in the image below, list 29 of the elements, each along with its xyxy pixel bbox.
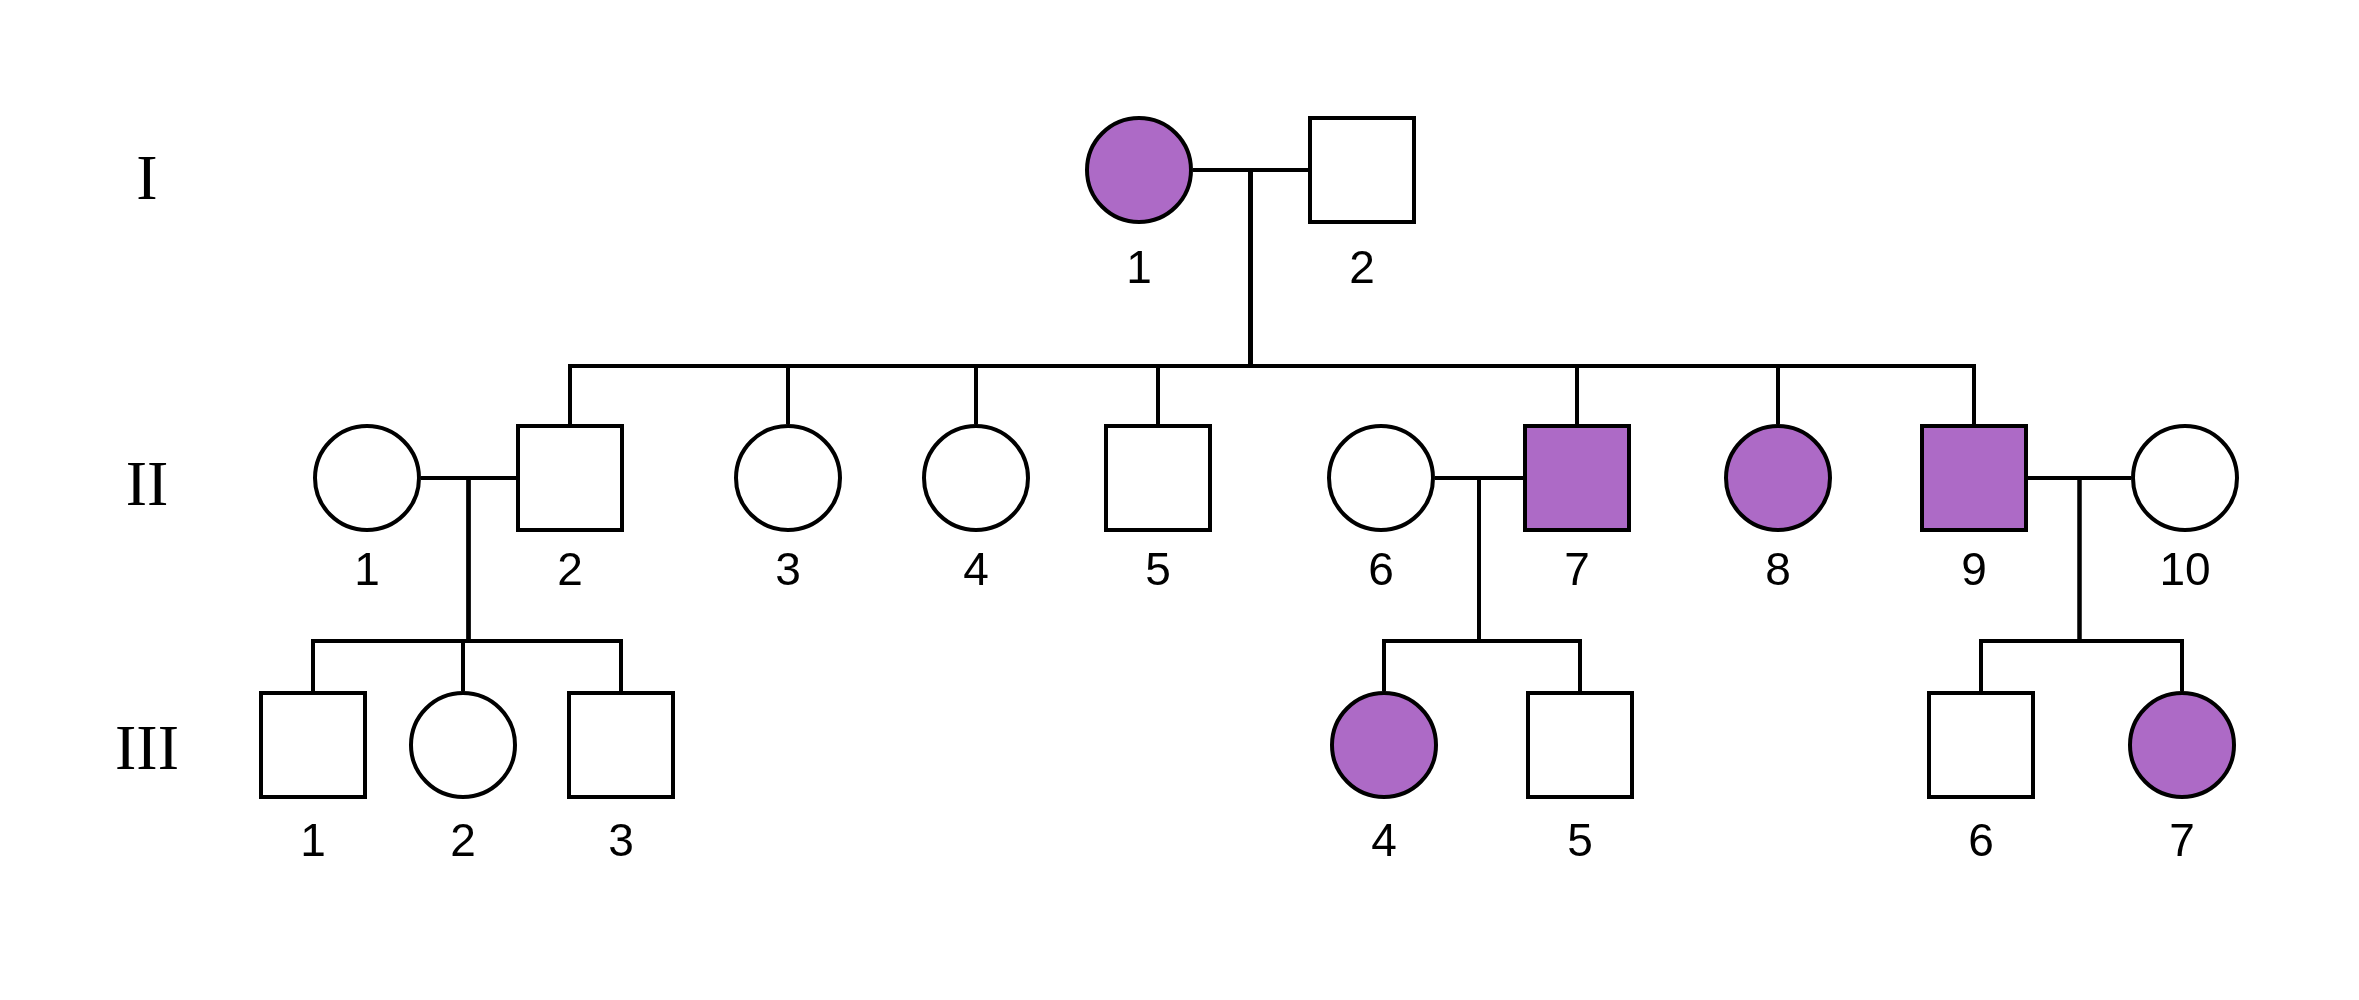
individual-number: 3: [608, 817, 634, 863]
individual-number: 8: [1765, 546, 1791, 592]
descent-line: [1477, 478, 1582, 691]
descent-line: [2077, 478, 2184, 691]
individual-number: 2: [557, 546, 583, 592]
individual-number: 1: [354, 546, 380, 592]
generation-label: I: [136, 146, 158, 210]
generation-label: II: [125, 452, 169, 516]
individual-number: 5: [1567, 817, 1593, 863]
individual-number: 6: [1968, 817, 1994, 863]
individual-number: 4: [963, 546, 989, 592]
individual-number: 7: [2169, 817, 2195, 863]
generation-label: III: [115, 716, 179, 780]
individual-number: 7: [1564, 546, 1590, 592]
descent-line: [466, 478, 623, 691]
mating-line: [2028, 476, 2131, 480]
individual-number: 2: [450, 817, 476, 863]
individual-number: 1: [1126, 244, 1152, 290]
individual-number: 1: [300, 817, 326, 863]
mating-line: [1193, 168, 1308, 172]
individual-number: 10: [2159, 546, 2211, 592]
mating-line: [421, 476, 516, 480]
mating-line: [1435, 476, 1523, 480]
individual-number: 3: [775, 546, 801, 592]
individual-number: 9: [1961, 546, 1987, 592]
individual-number: 4: [1371, 817, 1397, 863]
individual-number: 5: [1145, 546, 1171, 592]
individual-number: 2: [1349, 244, 1375, 290]
individual-number: 6: [1368, 546, 1394, 592]
